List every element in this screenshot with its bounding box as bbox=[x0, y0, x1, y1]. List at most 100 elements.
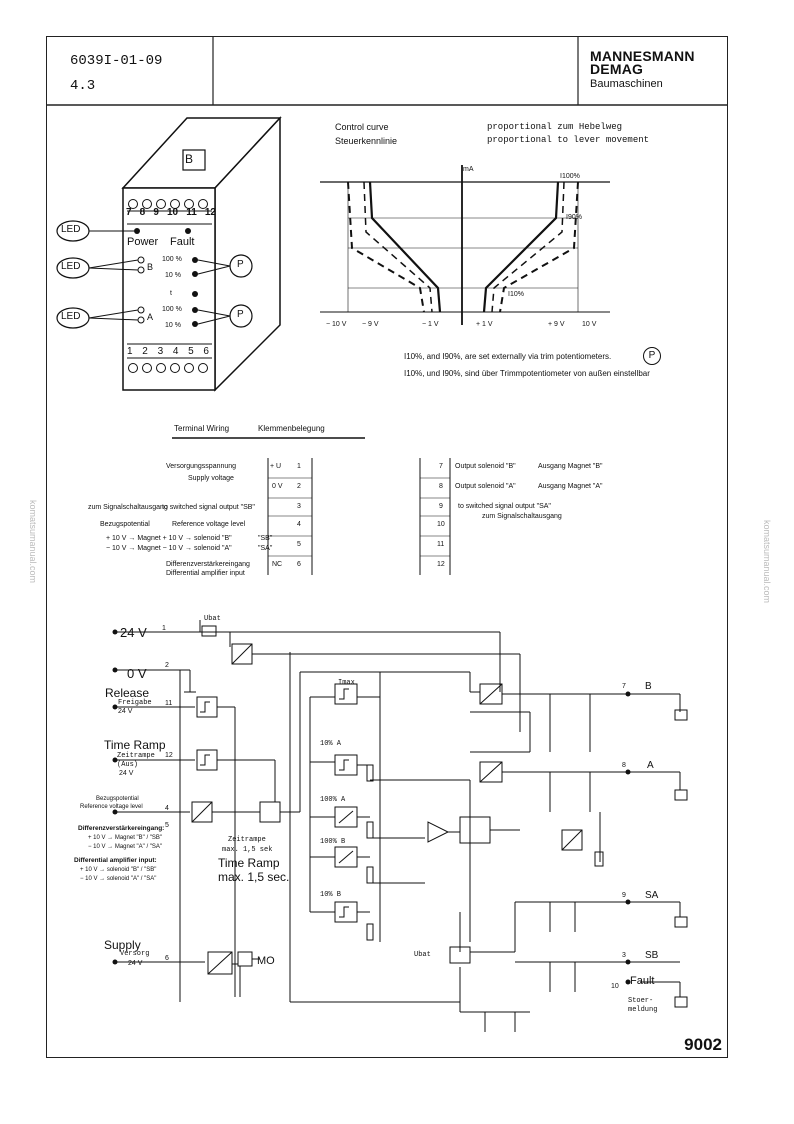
wiring-row5-line2: − 10 V → Magnet − 10 V → solenoid "A" bbox=[106, 545, 232, 552]
control-curve-plot bbox=[320, 165, 610, 325]
tramp-label: t bbox=[170, 290, 172, 297]
label-imax: Imax bbox=[338, 679, 355, 687]
pot-label-2: P bbox=[237, 309, 244, 320]
label-t9: 9 bbox=[622, 892, 626, 899]
wiring-row5-code2: "SA" bbox=[258, 545, 273, 552]
curve-note-de: I10%, und I90%, sind über Trimmpotentiom… bbox=[404, 369, 650, 378]
label-zeit-max: max. 1,5 sek bbox=[222, 846, 273, 854]
led-label-2: LED bbox=[61, 261, 81, 272]
label-t8: 8 bbox=[622, 762, 626, 769]
label-supply-v: 24 V bbox=[128, 960, 143, 967]
wiring-title-en: Terminal Wiring bbox=[174, 424, 230, 433]
label-release-de: Freigabe bbox=[118, 699, 152, 707]
label-100a: 100% A bbox=[320, 796, 346, 804]
wiring-row6-de: Differenzverstärkereingang bbox=[166, 561, 250, 568]
wiring-row3-num: 3 bbox=[297, 503, 301, 510]
label-out-sb: SB bbox=[645, 950, 659, 961]
label-stoer: Stoer- bbox=[628, 997, 654, 1005]
label-supply: Supply bbox=[104, 938, 141, 952]
wiring-row6-en: Differential amplifier input bbox=[166, 570, 245, 577]
led-label-1: LED bbox=[61, 224, 81, 235]
label-t5: 5 bbox=[165, 822, 169, 829]
label-0v: 0 V bbox=[127, 666, 147, 681]
wiring-r7-en: Output solenoid "B" bbox=[455, 463, 516, 470]
wiring-row3-en: to switched signal output "SB" bbox=[162, 504, 255, 511]
xtick-pos10: 10 V bbox=[582, 321, 597, 328]
label-timeramp: Time Ramp bbox=[104, 738, 166, 752]
label-timeramp-aus: (Aus) bbox=[117, 761, 139, 769]
wiring-row1-num: 1 bbox=[297, 463, 301, 470]
label-bezug-en: Reference voltage level bbox=[80, 804, 143, 810]
fault-label: Fault bbox=[170, 236, 195, 248]
module-drawing bbox=[56, 116, 282, 392]
wiring-title-de: Klemmenbelegung bbox=[258, 424, 325, 433]
label-t7: 7 bbox=[622, 683, 626, 690]
wiring-row2-num: 2 bbox=[297, 483, 301, 490]
b-100-label: 100 % bbox=[162, 256, 182, 263]
curve-desc-de: proportional zum Hebelweg bbox=[487, 122, 623, 132]
watermark-right: komatsumanual.com bbox=[762, 520, 772, 604]
circuit-schematic bbox=[112, 620, 688, 1032]
label-diff-de: Differenzverstärkereingang: bbox=[78, 825, 165, 832]
label-zeitrampe: Zeitrampe bbox=[228, 836, 266, 844]
label-ubat: Ubat bbox=[204, 615, 221, 623]
doc-number: 6039I-01-09 bbox=[70, 53, 163, 69]
wiring-row4-num: 4 bbox=[297, 521, 301, 528]
label-diff-en1: + 10 V → solenoid "B" / "SB" bbox=[80, 867, 157, 873]
xtick-neg9: − 9 V bbox=[362, 321, 379, 328]
wiring-row4-en: Reference voltage level bbox=[172, 521, 246, 528]
label-diff-de1: + 10 V → Magnet "B" / "SB" bbox=[88, 835, 163, 841]
wiring-r10-num: 10 bbox=[437, 521, 445, 528]
wiring-row5-code1: "SB" bbox=[258, 535, 273, 542]
page-number: 9002 bbox=[684, 1035, 722, 1054]
label-bezug-de: Bezugspotential bbox=[96, 796, 139, 802]
y-unit: mA bbox=[463, 166, 474, 173]
wiring-r7-de: Ausgang Magnet "B" bbox=[538, 463, 603, 470]
wiring-r11-num: 11 bbox=[437, 541, 445, 548]
module-label: B bbox=[185, 152, 194, 166]
label-supply-de: Versorg bbox=[120, 950, 150, 958]
wiring-r9-en: to switched signal output "SA" bbox=[458, 503, 551, 510]
label-t12: 12 bbox=[165, 752, 173, 759]
brand-subtitle: Baumaschinen bbox=[590, 78, 663, 90]
label-ubat2: Ubat bbox=[414, 951, 431, 959]
curve-note-en: I10%, and I90%, are set externally via t… bbox=[404, 352, 612, 361]
label-10a: 10% A bbox=[320, 740, 342, 748]
watermark-left: komatsumanual.com bbox=[28, 500, 38, 584]
label-fault: Fault bbox=[630, 975, 655, 987]
i10-label: I10% bbox=[508, 291, 524, 298]
wiring-row3-de: zum Signalschaltausgang bbox=[88, 504, 168, 511]
label-release-v: 24 V bbox=[118, 708, 133, 715]
xtick-pos9: + 9 V bbox=[548, 321, 565, 328]
wiring-r8-num: 8 bbox=[439, 483, 443, 490]
b-channel-letter: B bbox=[147, 262, 154, 272]
wiring-row6-sym: NC bbox=[272, 561, 283, 568]
label-out-b: B bbox=[645, 681, 652, 692]
label-mo: MO bbox=[257, 955, 275, 967]
label-diff-en2: − 10 V → solenoid "A" / "SA" bbox=[80, 876, 157, 882]
label-time-ramp2: Time Ramp bbox=[218, 856, 280, 870]
wiring-row6-num: 6 bbox=[297, 561, 301, 568]
a-channel-letter: A bbox=[147, 312, 154, 322]
label-release: Release bbox=[105, 686, 150, 700]
curve-title-de: Steuerkennlinie bbox=[335, 136, 398, 146]
label-10b: 10% B bbox=[320, 891, 342, 899]
a-100-label: 100 % bbox=[162, 306, 182, 313]
label-meldung: meldung bbox=[628, 1006, 658, 1014]
bottom-screws bbox=[128, 363, 208, 373]
wiring-row1-de: Versorgungsspannung bbox=[166, 463, 237, 470]
label-out-a: A bbox=[647, 760, 654, 771]
label-100b: 100% B bbox=[320, 838, 346, 846]
pot-symbol: P bbox=[643, 347, 661, 365]
label-t4: 4 bbox=[165, 805, 169, 812]
xtick-neg10: − 10 V bbox=[326, 321, 347, 328]
curve-title-en: Control curve bbox=[335, 122, 389, 132]
i90-label: I90% bbox=[566, 214, 582, 221]
label-t6: 6 bbox=[165, 955, 169, 962]
wiring-row1-en: Supply voltage bbox=[188, 475, 234, 482]
power-label: Power bbox=[127, 236, 159, 248]
wiring-table-lines bbox=[172, 437, 451, 575]
wiring-r7-num: 7 bbox=[439, 463, 443, 470]
